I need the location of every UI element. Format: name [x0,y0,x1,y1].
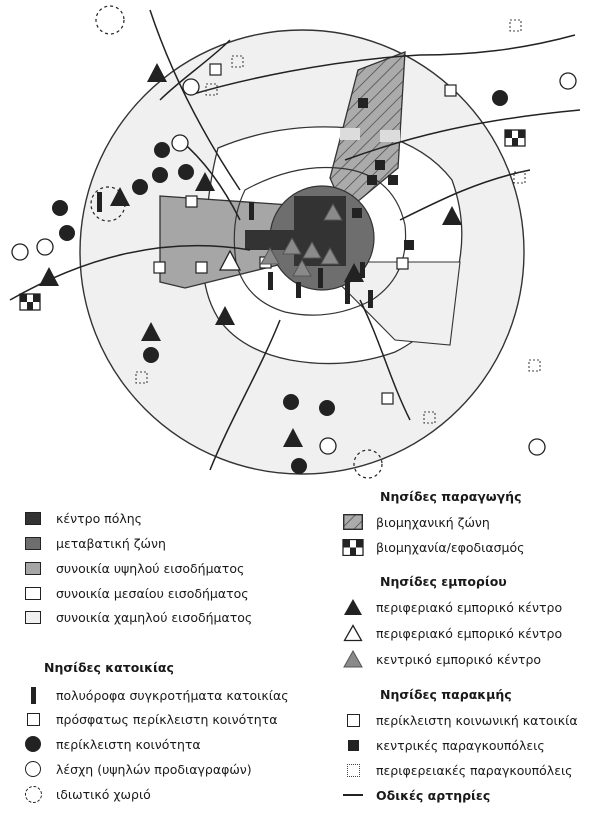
open-circle-icon [22,760,44,778]
legend-residential-title: Νησίδες κατοικίας [44,660,174,675]
legend-zone-middle-income: συνοικία μεσαίου εισοδήματος [22,584,249,602]
legend-zone-low-income: συνοικία χαμηλού εισοδήματος [22,608,252,626]
industrial-zone [329,51,406,214]
legend-residential-club: λέσχη (υψηλών προδιαγραφών) [22,760,252,778]
peripheral-mall-points [39,63,462,447]
dashed-circle-icon [22,785,44,803]
road-line-icon [342,786,364,804]
legend-zone-high-income: συνοικία υψηλού εισοδήματος [22,559,244,577]
legend-decline-gated-social: περίκλειστη κοινωνική κατοικία [342,711,578,729]
legend-decline-title: Νησίδες παρακμής [380,687,512,702]
gray-triangle-icon [342,650,364,668]
high-rise-cluster [97,192,373,308]
small-open-square-icon [22,710,44,728]
legend-decline-peripheral-slums: περιφερειακές παραγκουπόλεις [342,761,589,779]
legend-production-title: Νησίδες παραγωγής [380,489,522,504]
filled-square-dark-icon [22,509,44,527]
peripheral-mall-open-point [218,249,242,271]
hatched-square-icon [342,513,364,531]
road-network [9,9,581,471]
checker-square-icon [342,538,364,556]
peripheral-slum-points [135,19,541,424]
low-income-wedge [316,261,461,346]
legend-residential-recent-gated: πρόσφατως περίκλειστη κοινότητα [22,710,277,728]
legend-commerce-title: Νησίδες εμπορίου [380,574,507,589]
legend-zone-transition: μεταβατική ζώνη [22,534,166,552]
filled-circle-icon [22,735,44,753]
filled-triangle-icon [342,598,364,616]
gated-community-points [52,90,508,474]
tall-bar-icon [22,686,44,704]
legend-commerce-central-mall: κεντρικό εμπορικό κέντρο [342,650,541,668]
open-triangle-icon [342,624,364,642]
industry-supply-icon [504,129,526,147]
small-open-square-icon [342,711,364,729]
legend-zone-city-center: κέντρο πόλης [22,509,142,527]
legend-decline-central-slums: κεντρικές παραγκουπόλεις [342,736,545,754]
light-square-icon [22,608,44,626]
legend-production-industrial-zone: βιομηχανική ζώνη [342,513,490,531]
filled-square-gray-icon [22,559,44,577]
central-mall-points [260,202,343,277]
industrial-gap [380,130,400,142]
legend-residential-high-rise: πολυόροφα συγκροτήματα κατοικίας [22,686,289,704]
city-model-diagram [9,5,581,479]
legend-commerce-peripheral-mall: περιφεριακό εμπορικό κέντρο [342,598,562,616]
filled-square-medium-icon [22,534,44,552]
legend-commerce-peripheral-mall-open: περιφεριακό εμπορικό κέντρο [342,624,562,642]
industrial-gap [340,128,360,140]
legend-residential-gated: περίκλειστη κοινότητα [22,735,201,753]
legend-roads: Οδικές αρτηρίες [342,786,490,804]
city-center-core [294,196,346,266]
legend-residential-private-village: ιδιωτικό χωριό [22,785,151,803]
outline-square-icon [22,584,44,602]
club-points [11,72,577,456]
industry-supply-icon [19,293,41,311]
central-slum-points [352,98,414,250]
small-filled-square-icon [342,736,364,754]
dotted-square-icon [342,761,364,779]
legend-production-industry-supply: βιομηχανία/εφοδιασμός [342,538,524,556]
